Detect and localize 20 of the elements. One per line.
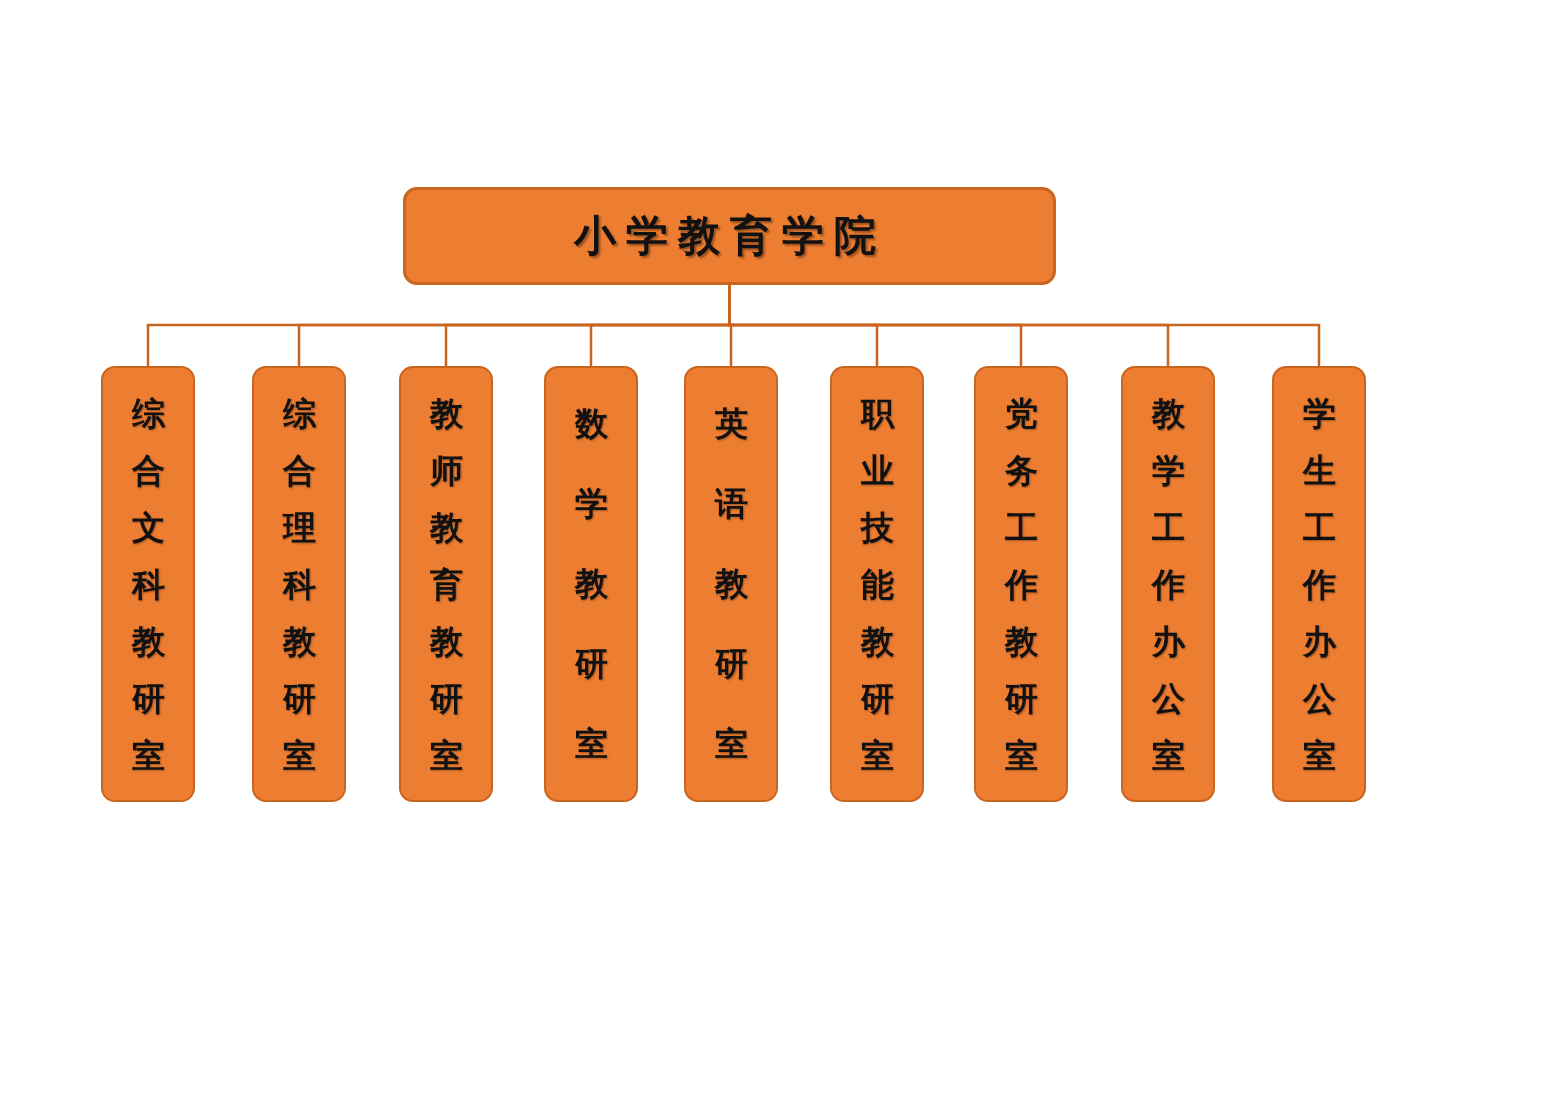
department-label: 职业技能教研室 [859,392,895,777]
department-box [1121,366,1215,802]
department-label: 数学教研室 [573,403,609,765]
department-label: 综合文科教研室 [130,392,166,777]
department-label: 党务工作教研室 [1003,392,1039,777]
department-box [684,366,778,802]
title-text: 小学教育学院 [573,210,886,262]
department-label: 教师教育教研室 [428,392,464,777]
department-label: 学生工作办公室 [1301,392,1337,777]
department-box [399,366,493,802]
root-box [403,187,1056,285]
department-box [544,366,638,802]
department-label: 教学工作办公室 [1150,392,1186,777]
department-label: 英语教研室 [713,403,749,765]
department-box [101,366,195,802]
department-box [1272,366,1366,802]
department-label: 综合理科教研室 [281,392,317,777]
department-box [974,366,1068,802]
department-box [830,366,924,802]
department-box [252,366,346,802]
